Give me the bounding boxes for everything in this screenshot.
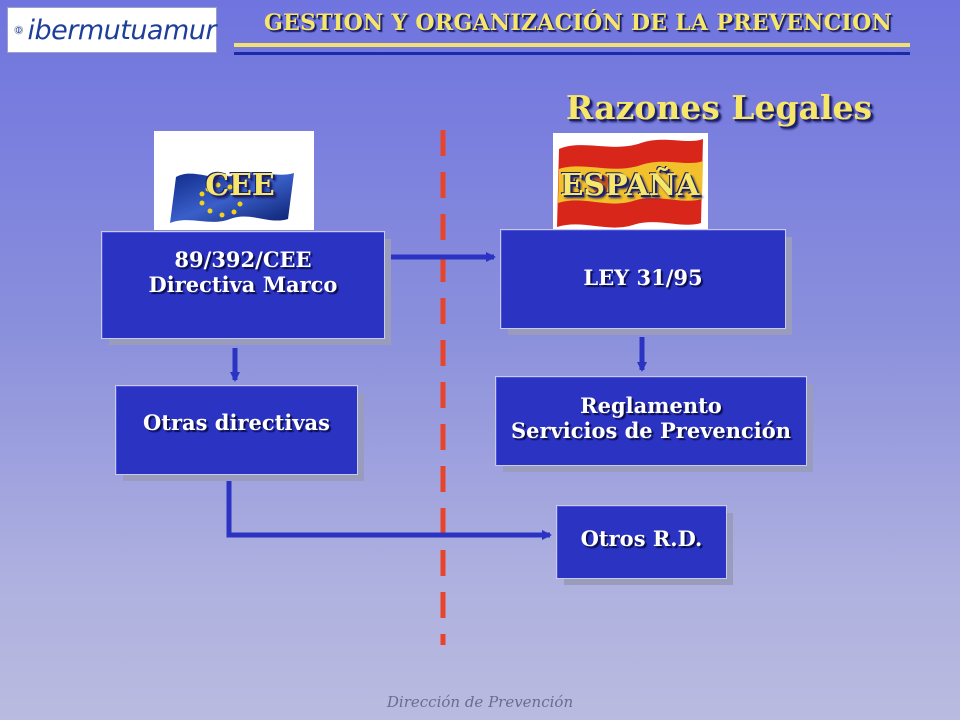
box-directiva-marco: 89/392/CEE Directiva Marco — [101, 231, 385, 339]
box-otros-rd: Otros R.D. — [556, 505, 727, 579]
box-directiva-line1: 89/392/CEE — [174, 247, 312, 272]
column-label-cee: CEE — [205, 168, 275, 203]
box-reglamento-line1: Reglamento — [580, 393, 722, 418]
eu-flag-image — [154, 131, 314, 230]
header-title: GESTION Y ORGANIZACIÓN DE LA PREVENCION — [264, 10, 892, 36]
section-title: Razones Legales — [565, 88, 873, 127]
box-ley-31-95: LEY 31/95 — [500, 229, 786, 329]
spain-flag-icon — [557, 139, 703, 228]
column-label-espana: ESPAÑA — [560, 168, 700, 203]
logo-brand-text: ibermutuamur — [27, 14, 216, 46]
spain-flag-image — [553, 133, 708, 230]
box-reglamento-servicios: Reglamento Servicios de Prevención — [495, 376, 807, 466]
header-underline-blue — [234, 52, 910, 55]
arrow-otras-to-otros-rd — [226, 481, 552, 540]
ibermutuamur-logo: ibermutuamur — [8, 8, 216, 52]
box-reglamento-line2: Servicios de Prevención — [510, 418, 792, 443]
box-otras-directivas: Otras directivas — [115, 385, 358, 475]
footer-text: Dirección de Prevención — [386, 693, 574, 711]
box-otros-rd-line1: Otros R.D. — [580, 525, 703, 551]
box-otras-line1: Otras directivas — [143, 409, 330, 435]
box-directiva-line2: Directiva Marco — [148, 272, 338, 297]
header-underline — [234, 43, 910, 47]
ibermutuamur-logo-icon — [14, 25, 24, 35]
eu-flag-icon — [170, 172, 294, 223]
box-ley-line1: LEY 31/95 — [583, 264, 703, 290]
